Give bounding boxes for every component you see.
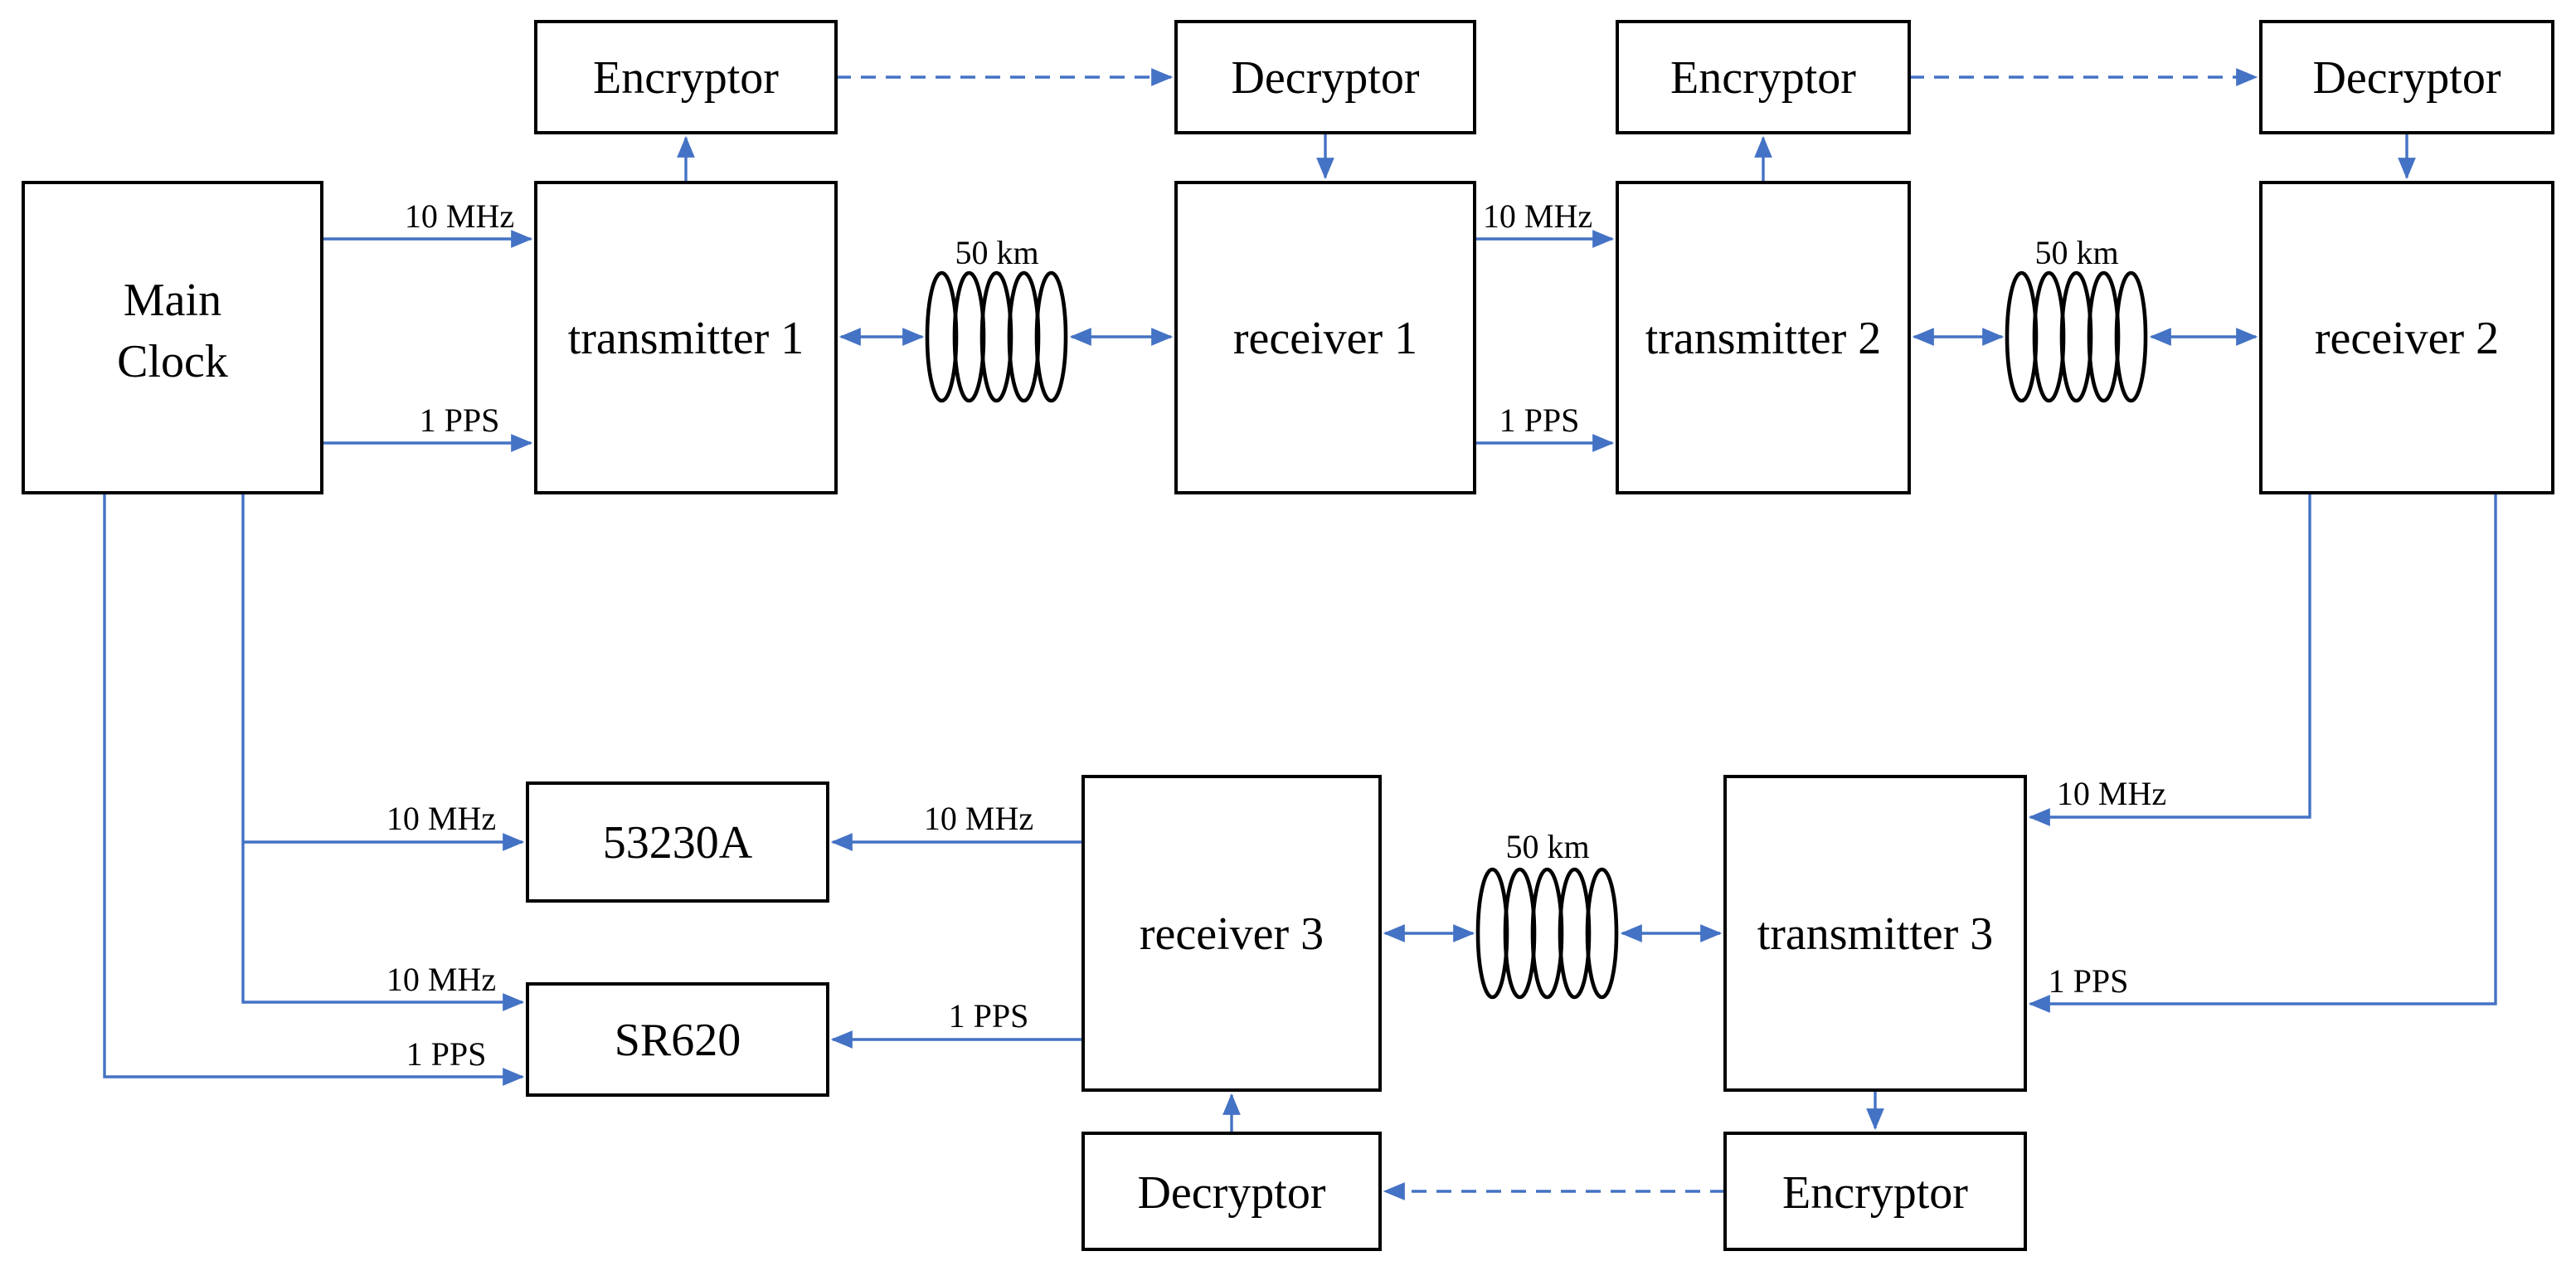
mainclock-transmitter1-10mhz-label: 10 MHz	[405, 197, 514, 235]
fiber-spool-2-icon	[2005, 270, 2148, 403]
encryptor-3-box	[1723, 1132, 2027, 1251]
mainclock-sr620-1pps-label: 1 PPS	[406, 1035, 487, 1073]
mainclock-sr620-10mhz-label: 10 MHz	[386, 961, 496, 998]
sr620-counter-box	[526, 982, 829, 1097]
decryptor-3-box	[1081, 1132, 1382, 1251]
encryptor-2-label: Encryptor	[1670, 52, 1856, 104]
receiver-1-label: receiver 1	[1233, 313, 1417, 364]
receiver-2-box	[2259, 181, 2554, 494]
receiver3-sr620-1pps-label: 1 PPS	[949, 997, 1029, 1035]
decryptor-1-box	[1174, 20, 1476, 134]
receiver2-to-transmitter3-1pps-line	[2028, 493, 2497, 1013]
fiber-link2-50km-label: 50 km	[2034, 234, 2118, 271]
transmitter-1-box	[534, 181, 838, 494]
mainclock-to-sr620-10mhz-line	[241, 493, 525, 1011]
main-clock-label-line1: Main	[124, 275, 221, 326]
encryptor-1-box	[534, 20, 838, 134]
receiver-2-label: receiver 2	[2315, 313, 2499, 364]
mainclock-to-sr620-1pps-line	[103, 493, 525, 1086]
decryptor-1-label: Decryptor	[1231, 52, 1419, 104]
encryptor-2-box	[1616, 20, 1911, 134]
decryptor-2-label: Decryptor	[2312, 52, 2501, 104]
transmitter-3-label: transmitter 3	[1757, 908, 1994, 960]
encryptor-1-label: Encryptor	[593, 52, 779, 104]
mainclock-53230a-10mhz-label: 10 MHz	[386, 800, 496, 837]
main-clock-box	[22, 181, 323, 494]
transmitter-1-label: transmitter 1	[568, 313, 804, 364]
53230a-counter-box	[526, 781, 829, 903]
decryptor-2-box	[2259, 20, 2554, 134]
53230a-counter-label: 53230A	[603, 817, 753, 869]
main-clock-label-line2: Clock	[117, 336, 228, 387]
receiver-1-box	[1174, 181, 1476, 494]
fiber-link1-50km-label: 50 km	[955, 234, 1038, 271]
receiver-3-label: receiver 3	[1140, 908, 1324, 960]
transmitter-2-label: transmitter 2	[1645, 313, 1882, 364]
fiber-link3-50km-label: 50 km	[1505, 828, 1589, 865]
mainclock-transmitter1-1pps-label: 1 PPS	[420, 402, 500, 439]
receiver2-transmitter3-10mhz-label: 10 MHz	[2057, 775, 2166, 812]
receiver2-to-transmitter3-10mhz-line	[2028, 493, 2311, 826]
transmitter-2-box	[1616, 181, 1911, 494]
transmitter-3-box	[1723, 775, 2027, 1092]
receiver-3-box	[1081, 775, 1382, 1092]
fiber-spool-1-icon	[925, 270, 1068, 403]
receiver2-transmitter3-1pps-label: 1 PPS	[2049, 962, 2129, 1000]
fiber-spool-3-icon	[1475, 867, 1619, 1000]
encryptor-3-label: Encryptor	[1782, 1167, 1968, 1219]
receiver1-transmitter2-1pps-label: 1 PPS	[1499, 402, 1580, 439]
sr620-counter-label: SR620	[615, 1015, 741, 1066]
receiver1-transmitter2-10mhz-label: 10 MHz	[1483, 197, 1592, 235]
decryptor-3-label: Decryptor	[1137, 1167, 1325, 1219]
receiver3-53230a-10mhz-label: 10 MHz	[924, 800, 1033, 837]
